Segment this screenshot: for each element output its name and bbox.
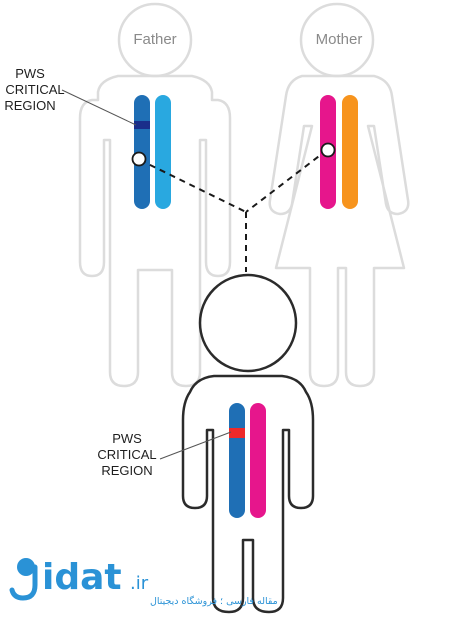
child-chromosomes [229,403,266,518]
watermark-tagline: مقاله فارسی ؛ فروشگاه دیجیتال [150,595,278,607]
father-label: Father [133,31,176,48]
child-region-label-line-1: PWS [112,431,142,446]
child-chromosome-1 [229,403,245,518]
watermark-tld: .ir [130,573,149,594]
child-head [198,273,298,373]
father-region-label-line-1: PWS [15,66,45,81]
child-region-label-line-3: REGION [101,463,152,478]
father-body [78,74,232,388]
father-figure [78,2,232,388]
mother-body [268,74,410,388]
father-chromosomes [134,95,171,209]
child-body [181,374,315,614]
father-region-label-line-2: CRITICAL [5,82,64,97]
inheritance-lines [139,149,328,272]
mother-inheritance-line [245,149,328,213]
father-pws-region-mark [134,121,150,129]
child-region-callout: PWS CRITICAL REGION [97,431,232,478]
child-chromosome-2 [250,403,266,518]
father-inheritance-line [139,159,247,213]
watermark-brand-visible: idat [42,557,122,598]
father-selection-marker [131,151,147,167]
child-figure [181,273,315,614]
mother-figure [268,2,410,388]
father-region-leader-line [61,89,137,126]
child-region-label-line-2: CRITICAL [97,447,156,462]
father-region-callout: PWS CRITICAL REGION [4,66,137,126]
father-region-label-line-3: REGION [4,98,55,113]
child-region-leader-line [159,431,232,460]
father-chromosome-1 [134,95,150,209]
mother-selection-marker [320,142,336,158]
father-chromosome-2 [155,95,171,209]
child-pws-region-mark [229,428,245,438]
mother-chromosome-2 [342,95,358,209]
gidat-logo-mark [9,558,38,601]
gidat-watermark: gidat idat .ir مقاله فارسی ؛ فروشگاه دیج… [9,557,278,607]
mother-label: Mother [316,31,363,48]
